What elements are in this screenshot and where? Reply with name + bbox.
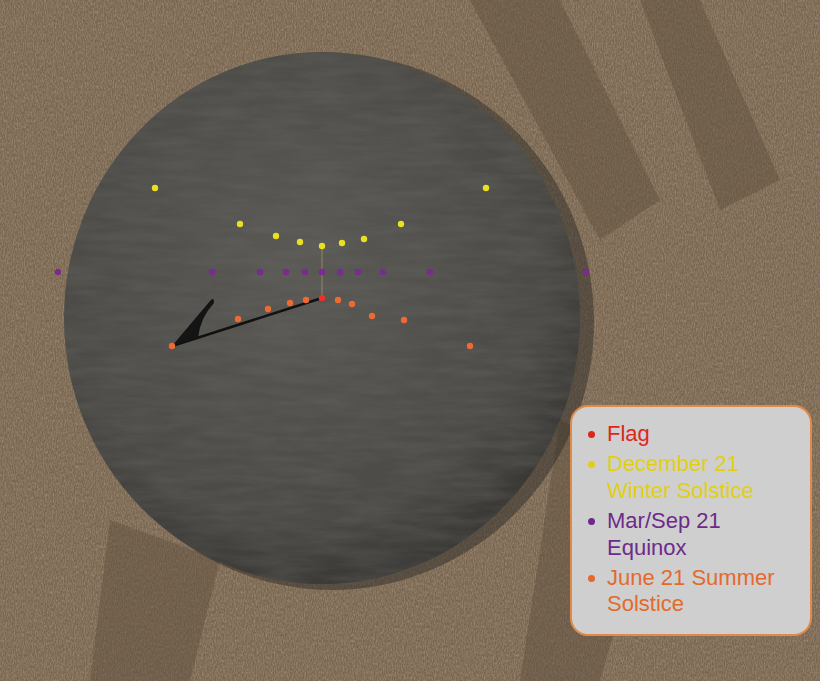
legend-text: Mar/Sep 21 Equinox (607, 508, 797, 561)
shadow-tip-dot (319, 243, 325, 249)
shadow-tip-dot (349, 301, 355, 307)
shadow-tip-dot (339, 240, 345, 246)
legend-swatch (588, 575, 595, 582)
shadow-tip-dot (467, 343, 473, 349)
shadow-tip-dot (369, 313, 375, 319)
legend-row: June 21 Summer Solstice (586, 565, 800, 618)
stone-disc (64, 52, 580, 584)
shadow-tip-dot (303, 297, 309, 303)
shadow-tip-dot (361, 236, 367, 242)
shadow-tip-dot (273, 233, 279, 239)
shadow-tip-dot (152, 185, 158, 191)
shadow-tip-dot (583, 269, 589, 275)
legend-text: June 21 Summer Solstice (607, 565, 797, 618)
legend-swatch (588, 431, 595, 438)
stone-texture (64, 52, 580, 584)
shadow-tip-dot (55, 269, 61, 275)
shadow-tip-dot (265, 306, 271, 312)
legend-row: Mar/Sep 21 Equinox (586, 508, 800, 561)
flag-shadow-pole (172, 298, 322, 346)
legend-row: December 21 Winter Solstice (586, 451, 800, 504)
shadow-tip-dot (401, 317, 407, 323)
shadow-tip-dot (398, 221, 404, 227)
shadow-tip-dot (483, 185, 489, 191)
shadow-tip-dot (302, 269, 308, 275)
shadow-tip-dot (337, 269, 343, 275)
legend-text: December 21 Winter Solstice (607, 451, 797, 504)
shadow-tip-dot (235, 316, 241, 322)
legend-swatch (588, 518, 595, 525)
shadow-tip-dot (335, 297, 341, 303)
legend-text: Flag (607, 421, 797, 447)
shadow-tip-dot (297, 239, 303, 245)
shadow-tip-dot (237, 221, 243, 227)
legend-swatch (588, 461, 595, 468)
shadow-tip-dot (169, 343, 175, 349)
legend-row: Flag (586, 421, 800, 447)
shadow-tip-dot (209, 269, 215, 275)
shadow-tip-dot (355, 269, 361, 275)
flag-shadow (172, 299, 214, 346)
legend-panel: FlagDecember 21 Winter SolsticeMar/Sep 2… (570, 405, 812, 636)
shadow-tip-dot (427, 269, 433, 275)
shadow-tip-dot (287, 300, 293, 306)
shadow-tip-dot (257, 269, 263, 275)
shadow-tip-dot (380, 269, 386, 275)
shadow-tip-dot (319, 295, 325, 301)
shadow-tip-dot (319, 269, 325, 275)
shadow-tip-dot (283, 269, 289, 275)
